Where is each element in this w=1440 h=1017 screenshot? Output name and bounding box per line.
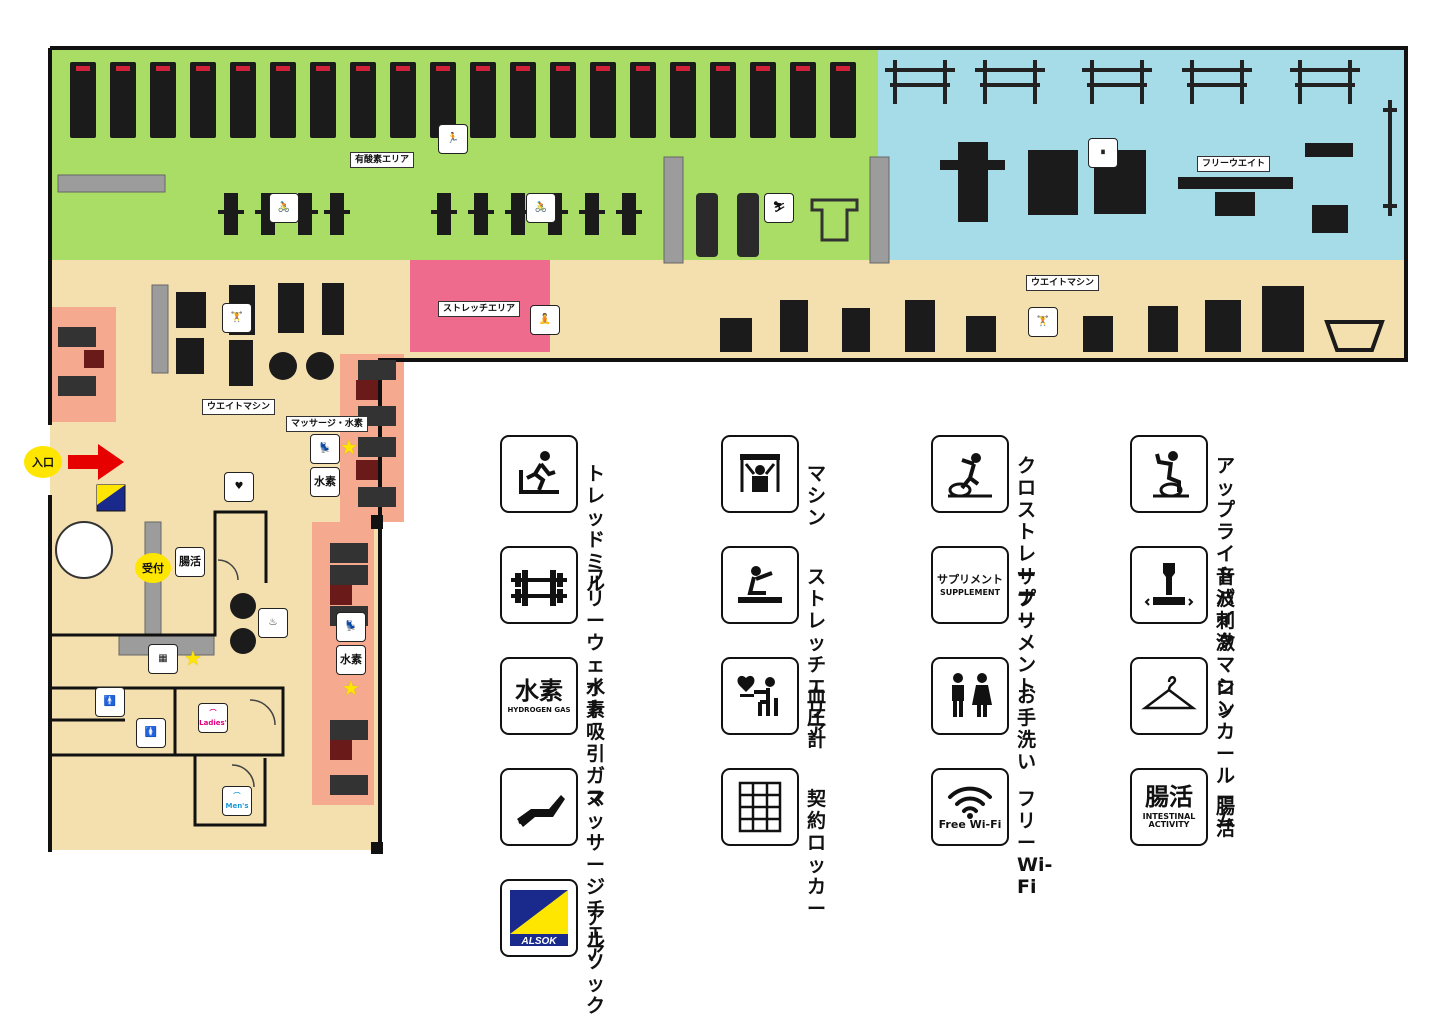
womens-restroom-icon: 🚺 [136,718,166,748]
machine-icon: 🏋 [1028,307,1058,337]
legend-label: お手洗い [1017,685,1037,773]
sonic-stimulation-icon [1130,546,1208,624]
intestinal-icon: 腸活 INTESTINAL ACTIVITY [1130,768,1208,846]
stretch-area-icon [721,546,799,624]
svg-text:ALSOK: ALSOK [521,936,558,947]
legend-label: クロス トレーナー [1017,455,1037,631]
entrance-marker: 入口 [24,446,62,478]
machine-row-right [720,286,1385,352]
round-table [55,521,113,579]
legend-label: 腸活 [1216,796,1236,840]
free-weight-racks [885,60,1397,216]
free-weight-zone-label: フリーウエイト [1197,156,1271,172]
cardio-zone-label: 有酸素エリア [350,152,415,168]
contract-locker-icon: ▦ [148,644,178,674]
wifi-icon: Free Wi-Fi [931,768,1009,846]
upright-bike-icon: 🚴 [269,193,299,223]
legend-label: マッサージ チェア [586,788,606,964]
upright-bike-icon: 🚴 [526,193,556,223]
blood-pressure-icon: ♥ [224,472,254,502]
massage-hydrogen-label: マッサージ・水素 [286,416,368,432]
legend-label: 契約 ロッカー [807,788,827,920]
legend-label: ストレッチ エリア [807,566,827,742]
intestinal-icon: 腸活 [175,547,205,577]
massage-chair-icon [500,768,578,846]
legend-label: マシン [807,463,827,529]
treadmill-row [70,62,856,138]
cross-trainer-icon: ⛷ [764,193,794,223]
massage-chair-icon: 💺 [336,612,366,642]
ladies-locker-icon: ⌒Ladies' [198,703,228,733]
legend-label: フリー ウェイト [586,566,606,720]
reception-marker: 受付 [135,553,171,583]
legend-label: アルソック [586,907,606,1017]
legend-label: トレッドミル [586,463,606,595]
weight-machine-right-label: ウエイトマシン [1026,275,1100,291]
treadmill-icon [500,435,578,513]
star-marker: ★ [342,676,360,700]
legend-label: アップライト バイク [1216,455,1236,653]
hydrogen-icon: 水素 [310,467,340,497]
massage-chair-icon: 💺 [310,434,340,464]
mens-restroom-icon: 🚹 [95,687,125,717]
star-marker: ★ [184,646,202,670]
legend-label: フリー Wi-Fi [1017,788,1053,898]
weight-machines-blue [940,142,1353,233]
hydrogen-icon: 水素 [336,645,366,675]
sonic-stimulation-icon: ♨ [258,608,288,638]
legend-label: 音波刺激 マシン [1216,566,1236,720]
interior-walls [50,510,285,827]
alsok-icon: ALSOK [500,879,578,957]
mens-locker-icon: ⌒Men's [222,786,252,816]
machine-icon [721,435,799,513]
stretch-area-icon: 🧘 [530,305,560,335]
treadmill-icon: 🏃 [438,124,468,154]
contract-locker-icon [721,768,799,846]
stretch-zone-label: ストレッチエリア [438,301,521,317]
cross-trainer-icon [931,435,1009,513]
locker-room-icon [1130,657,1208,735]
legend-label: 血圧計 [807,685,827,751]
hydrogen-icon: 水素 HYDROGEN GAS [500,657,578,735]
supplement-icon: サプリメント SUPPLEMENT [931,546,1009,624]
restroom-icon [931,657,1009,735]
legend-label: 水素 吸引ガス [586,677,606,809]
blood-pressure-icon [721,657,799,735]
free-weight-icon: ⏸ [1088,138,1118,168]
star-marker: ★ [340,435,358,459]
weight-machine-left-label: ウエイトマシン [202,399,276,415]
machine-icon: 🏋 [222,303,252,333]
upright-bike-icon [1130,435,1208,513]
legend-label: サプリ メント [1017,566,1037,698]
legend-label: ロッカー ルーム [1216,677,1236,831]
entrance-arrow [68,444,124,480]
free-weight-icon [500,546,578,624]
cross-trainer-group [696,193,859,257]
